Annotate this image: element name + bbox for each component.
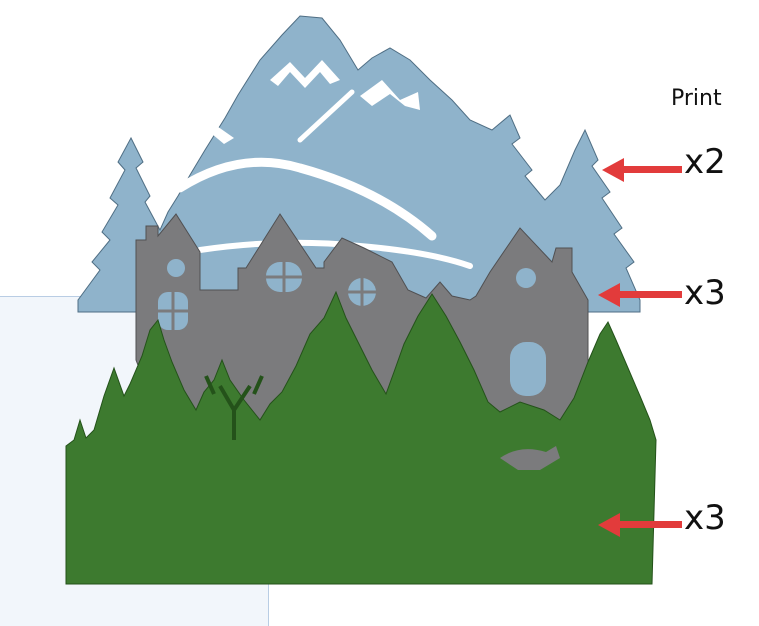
snow-ridge — [175, 157, 437, 241]
print-label: Print — [671, 86, 722, 111]
snow-cap — [360, 80, 420, 110]
deer-silhouette — [204, 375, 264, 440]
arrow-mountain — [602, 158, 682, 182]
round-window — [516, 268, 536, 288]
snow-ridge — [297, 89, 355, 143]
forest-shape — [65, 290, 657, 585]
mountain-layer — [77, 15, 641, 313]
snow-cap — [270, 60, 340, 88]
village-layer-count: x3 — [684, 273, 726, 313]
arrow-indicators — [598, 158, 682, 537]
fox-silhouette — [500, 446, 560, 470]
mountain-layer-count: x2 — [684, 142, 726, 182]
round-window — [167, 259, 185, 277]
mountain-shape — [77, 15, 641, 313]
snow-cap — [166, 120, 234, 146]
arched-door — [510, 342, 546, 396]
arrow-forest — [598, 513, 682, 537]
forest-layer-count: x3 — [684, 498, 726, 538]
forest-layer — [65, 290, 657, 585]
arrow-village — [598, 283, 682, 307]
